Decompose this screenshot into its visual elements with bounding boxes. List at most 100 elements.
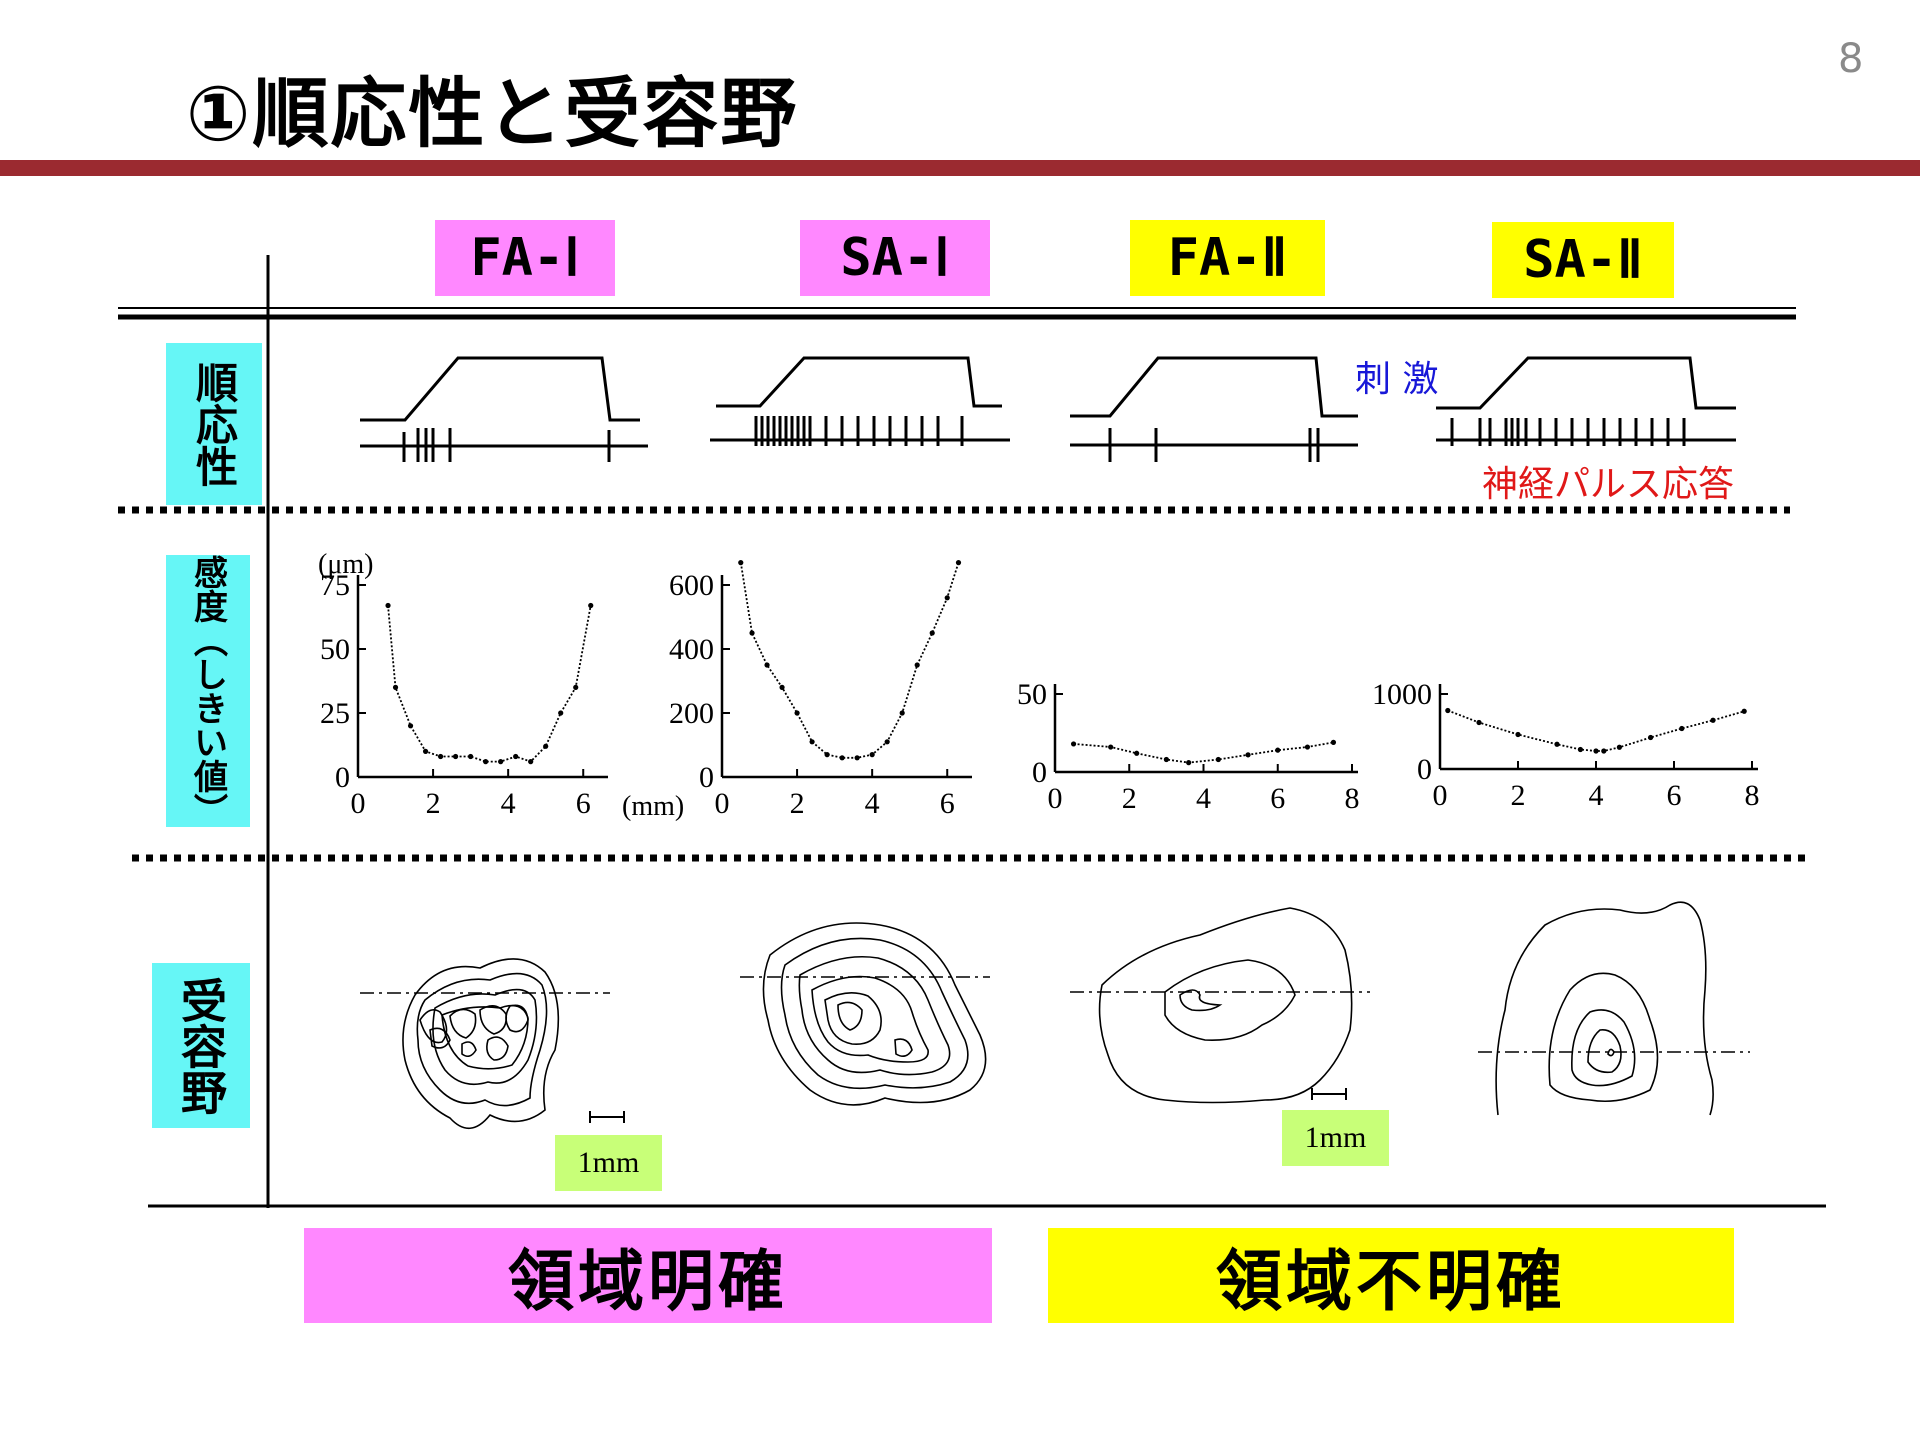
x-tick-label: 4 <box>501 787 516 820</box>
column-header-fa1: FA-Ⅰ <box>435 220 615 296</box>
sa2-receptive-field <box>1478 901 1750 1116</box>
page-number: 8 <box>1838 36 1864 82</box>
sa1-stimulus-trace <box>716 356 1002 408</box>
data-point <box>1330 739 1337 745</box>
summary-label: 領域明確 <box>508 1242 788 1320</box>
summary-unclear-region: 領域不明確 <box>1048 1228 1734 1323</box>
data-point <box>422 748 429 755</box>
y-unit-label: (μm) <box>318 549 373 580</box>
y-tick-label: 0 <box>1032 756 1047 789</box>
slide-title: ①順応性と受容野 <box>186 69 799 158</box>
data-point <box>407 723 414 729</box>
data-point <box>1275 747 1281 753</box>
data-point <box>483 759 489 765</box>
x-tick-label: 6 <box>940 787 955 820</box>
series-line <box>739 562 960 759</box>
data-point <box>588 602 594 609</box>
data-point <box>1616 744 1622 750</box>
x-axis-label: (mm) <box>622 791 684 822</box>
data-point <box>944 595 950 601</box>
data-point <box>573 684 579 691</box>
x-tick-label: 0 <box>1048 782 1063 815</box>
data-point <box>1070 741 1077 747</box>
x-tick-label: 8 <box>1345 782 1360 815</box>
data-point <box>1601 748 1607 754</box>
data-point <box>528 759 534 765</box>
data-point <box>738 560 744 566</box>
data-point <box>1108 744 1114 750</box>
data-point <box>558 710 564 716</box>
column-label: SA-Ⅰ <box>840 228 950 288</box>
sa1-response-trace <box>710 416 1010 446</box>
y-tick-label: 200 <box>669 697 714 730</box>
scale-bar-right <box>1311 1088 1347 1100</box>
sa2-response-trace <box>1436 418 1736 446</box>
data-point <box>437 753 444 760</box>
y-tick-label: 75 <box>320 569 350 602</box>
column-header-fa2: FA-Ⅱ <box>1130 220 1325 296</box>
y-tick-label: 400 <box>669 633 714 666</box>
column-header-sa1: SA-Ⅰ <box>800 220 990 296</box>
data-point <box>794 710 800 716</box>
scale-label-right: 1mm <box>1282 1110 1389 1166</box>
data-point <box>1710 717 1716 723</box>
data-point <box>955 560 962 566</box>
data-point <box>1577 746 1583 753</box>
x-tick-label: 4 <box>1196 782 1211 815</box>
x-tick-label: 6 <box>576 787 591 820</box>
y-tick-label: 0 <box>335 761 350 794</box>
data-point <box>779 684 785 691</box>
column-label: FA-Ⅰ <box>470 228 580 288</box>
data-point <box>1186 760 1192 766</box>
x-tick-label: 6 <box>1667 779 1682 812</box>
fa1-stimulus-trace <box>360 356 640 422</box>
data-point <box>749 630 755 636</box>
data-point <box>468 753 474 760</box>
data-point <box>869 752 875 758</box>
column-label: SA-Ⅱ <box>1523 230 1643 290</box>
stimulus-label: 刺 激 <box>1355 359 1439 400</box>
scale-bar-left <box>589 1111 625 1123</box>
data-point <box>1163 756 1169 763</box>
data-point <box>929 630 935 636</box>
data-point <box>392 684 399 691</box>
y-tick-label: 50 <box>320 633 350 666</box>
data-point <box>1304 744 1311 750</box>
series-line <box>1447 709 1745 752</box>
x-tick-label: 8 <box>1745 779 1760 812</box>
data-point <box>498 759 504 765</box>
data-point <box>1445 707 1451 714</box>
fa2-receptive-field <box>1070 907 1370 1104</box>
y-tick-label: 0 <box>1417 753 1432 786</box>
summary-clear-region: 領域明確 <box>304 1228 992 1323</box>
x-tick-label: 4 <box>865 787 880 820</box>
data-point <box>513 753 519 760</box>
data-point <box>809 739 815 745</box>
data-point <box>1679 725 1685 732</box>
row-label: 受容野 <box>174 976 228 1115</box>
fa1-response-trace <box>360 428 648 462</box>
fa2-stimulus-trace <box>1070 356 1358 418</box>
title-rule <box>0 160 1920 176</box>
row-header-sensitivity: 感度（しきい値） <box>166 555 250 827</box>
data-point <box>1134 750 1140 756</box>
scale-label-left: 1mm <box>555 1135 662 1191</box>
nerve-response-label: 神経パルス応答 <box>1482 464 1735 505</box>
data-point <box>764 662 770 668</box>
data-point <box>884 739 890 745</box>
x-tick-label: 2 <box>1511 779 1526 812</box>
data-point <box>1476 719 1482 726</box>
data-point <box>1515 731 1521 738</box>
series-line <box>1073 741 1334 764</box>
data-point <box>899 710 905 716</box>
data-point <box>1215 756 1221 763</box>
y-tick-label: 0 <box>699 761 714 794</box>
series-line <box>387 605 592 763</box>
table-lines <box>118 255 1826 1208</box>
x-tick-label: 4 <box>1589 779 1604 812</box>
data-point <box>1648 734 1654 741</box>
data-point <box>1741 708 1747 714</box>
y-tick-label: 600 <box>669 569 714 602</box>
